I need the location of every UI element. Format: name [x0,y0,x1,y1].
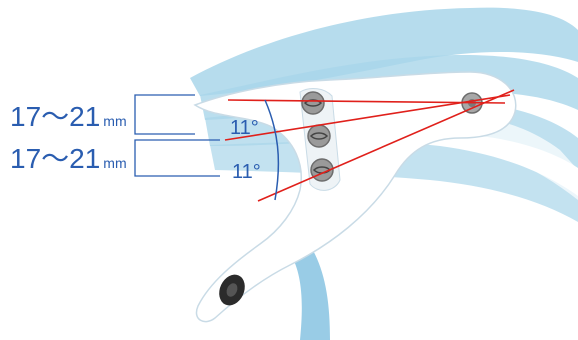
angle-label-2: 11° [232,161,261,183]
angle-label-1: 11° [230,117,259,139]
bracket-top [135,95,195,134]
screw-1-icon [302,92,324,114]
bracket-bottom [135,140,220,176]
screw-2-icon [308,125,330,147]
